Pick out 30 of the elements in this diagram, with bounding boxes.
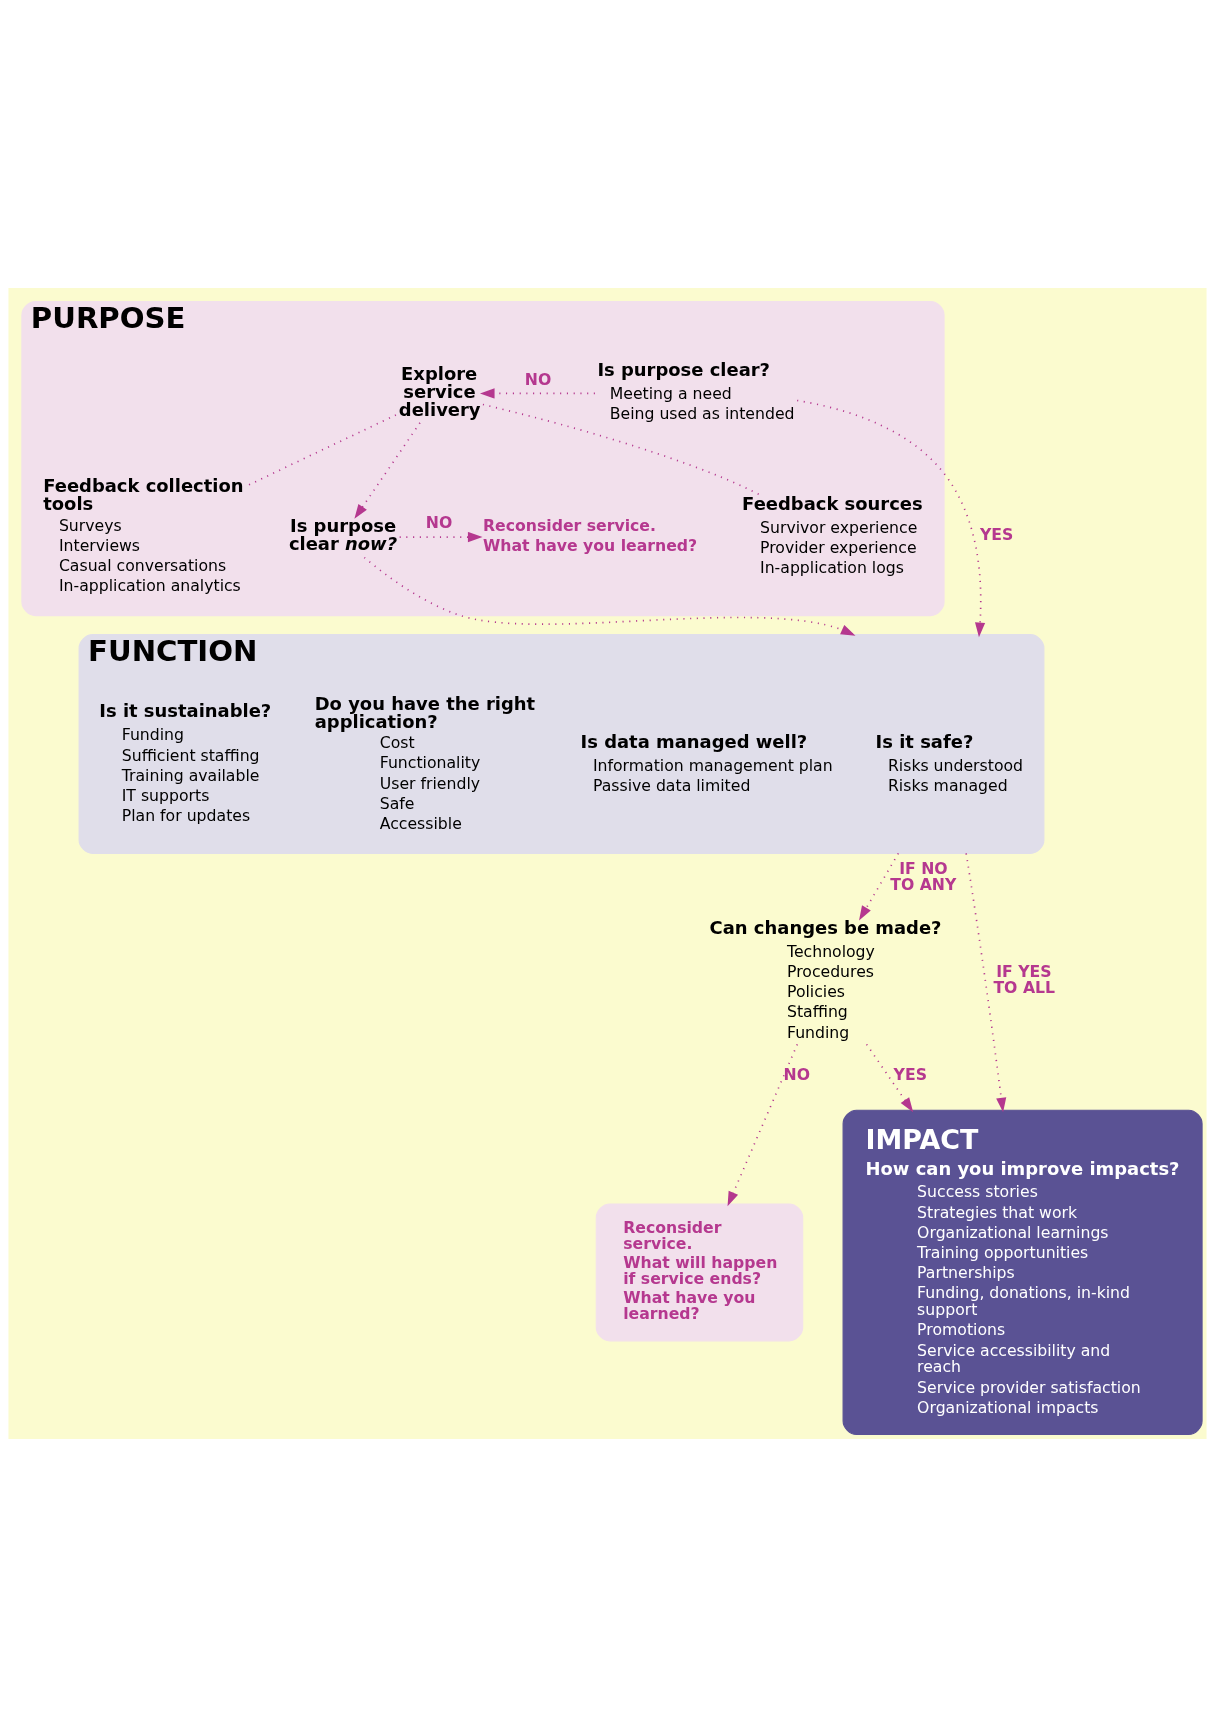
arrow	[865, 1043, 914, 1112]
edge-label: IF NO TO ANY	[890, 858, 957, 894]
arrow	[796, 399, 986, 637]
edge-label: YES	[979, 524, 1014, 544]
node-text: Is purpose clear? Meeting a need Being used as intended	[597, 358, 795, 423]
arrow	[479, 387, 596, 399]
node-text: Feedback sources Survivor experience Provider experience In-application logs	[742, 492, 923, 577]
arrow	[354, 421, 421, 519]
connector	[482, 403, 760, 495]
node-text: Is it safe? Risks understood Risks managed	[875, 730, 1024, 795]
node-text: Is data managed well? Information management plan Passive data limited	[580, 730, 833, 795]
node-text: Reconsider service. What have you learned?	[482, 515, 698, 555]
edge-label: NO	[783, 1064, 811, 1084]
arrow	[398, 531, 483, 542]
arrow	[859, 852, 900, 920]
arrow	[363, 556, 856, 636]
edge-label: IF YES TO ALL	[993, 961, 1056, 997]
node-box: Reconsider service. What will happen if service ends? What have you learned?	[595, 1202, 804, 1341]
arrow	[727, 1043, 799, 1206]
arrow	[965, 852, 1007, 1112]
node-box: IMPACT How can you improve impacts? Success stories Strategies that work Organizational learnings Training opportunities Partnerships Funding, donations, in-kind support Promotions Service accessibility and reach Service provider satisfaction Organizational impacts	[842, 1109, 1203, 1435]
node-text: Is it sustainable? Funding Sufficient staffing Training available IT supports Plan for updates	[99, 699, 272, 825]
node-text: Is purpose clear now?	[288, 514, 398, 554]
edge-label: NO	[425, 512, 453, 532]
node-text: Explore service delivery	[398, 362, 481, 420]
node-text: Do you have the right application? Cost Functionality User friendly Safe Accessible	[314, 692, 536, 833]
node-text: Feedback collection tools Surveys Interviews Casual conversations In-application analytics	[43, 474, 244, 595]
node-text: Can changes be made? Technology Procedures Policies Staffing Funding	[709, 916, 942, 1042]
edge-label: NO	[524, 369, 552, 389]
edge-label: YES	[893, 1064, 927, 1084]
